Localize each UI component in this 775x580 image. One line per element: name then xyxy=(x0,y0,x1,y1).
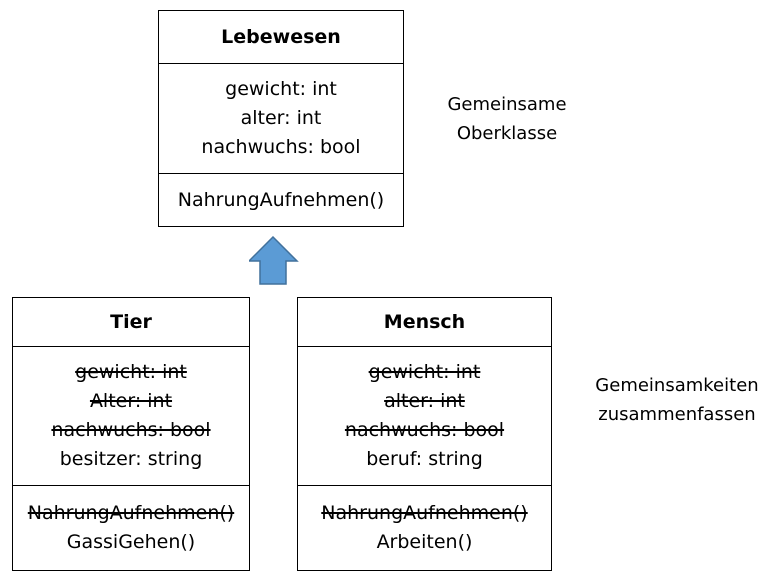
attribute-beruf: beruf: string xyxy=(366,448,483,470)
note-gemeinsamkeiten-zusammenfassen: Gemeinsamkeiten zusammenfassen xyxy=(587,371,767,429)
note-line: Gemeinsamkeiten xyxy=(595,375,759,396)
note-line: Oberklasse xyxy=(456,123,558,144)
method-nahrung-aufnehmen: NahrungAufnehmen() xyxy=(321,502,528,524)
attribute-gewicht: gewicht: int xyxy=(75,361,187,383)
method-nahrung-aufnehmen: NahrungAufnehmen() xyxy=(27,502,235,524)
method-nahrung-aufnehmen: NahrungAufnehmen() xyxy=(177,188,385,211)
attribute-nachwuchs: nachwuchs: bool xyxy=(344,419,505,441)
note-gemeinsame-oberklasse: Gemeinsame Oberklasse xyxy=(432,90,582,148)
attribute-gewicht: gewicht: int xyxy=(368,361,481,383)
attribute-alter: alter: int xyxy=(240,107,322,129)
methods-section-mensch: NahrungAufnehmen() Arbeiten() xyxy=(298,485,551,570)
attribute-alter: Alter: int xyxy=(89,390,173,412)
class-box-tier: Tier gewicht: int Alter: int nachwuchs: … xyxy=(12,297,250,571)
class-box-mensch: Mensch gewicht: int alter: int nachwuchs… xyxy=(297,297,552,571)
attribute-nachwuchs: nachwuchs: bool xyxy=(201,136,361,158)
method-arbeiten: Arbeiten() xyxy=(376,531,473,553)
attribute-nachwuchs: nachwuchs: bool xyxy=(51,419,211,441)
attributes-section-mensch: gewicht: int alter: int nachwuchs: bool … xyxy=(298,346,551,485)
arrow-shape xyxy=(249,236,299,285)
class-name-mensch: Mensch xyxy=(383,311,466,333)
class-box-lebewesen: Lebewesen gewicht: int alter: int nachwu… xyxy=(158,10,404,227)
attribute-gewicht: gewicht: int xyxy=(225,78,337,100)
attributes-section-lebewesen: gewicht: int alter: int nachwuchs: bool xyxy=(159,63,403,173)
attribute-alter: alter: int xyxy=(384,390,465,412)
note-line: zusammenfassen xyxy=(598,404,756,425)
methods-section-tier: NahrungAufnehmen() GassiGehen() xyxy=(13,485,249,570)
attributes-section-tier: gewicht: int Alter: int nachwuchs: bool … xyxy=(13,346,249,485)
methods-section-lebewesen: NahrungAufnehmen() xyxy=(159,173,403,226)
class-name-lebewesen: Lebewesen xyxy=(221,26,341,48)
method-gassi-gehen: GassiGehen() xyxy=(66,531,196,553)
note-line: Gemeinsame xyxy=(447,94,567,115)
attribute-besitzer: besitzer: string xyxy=(59,448,203,470)
class-name-tier: Tier xyxy=(110,311,152,333)
inheritance-arrow-icon xyxy=(249,236,299,285)
